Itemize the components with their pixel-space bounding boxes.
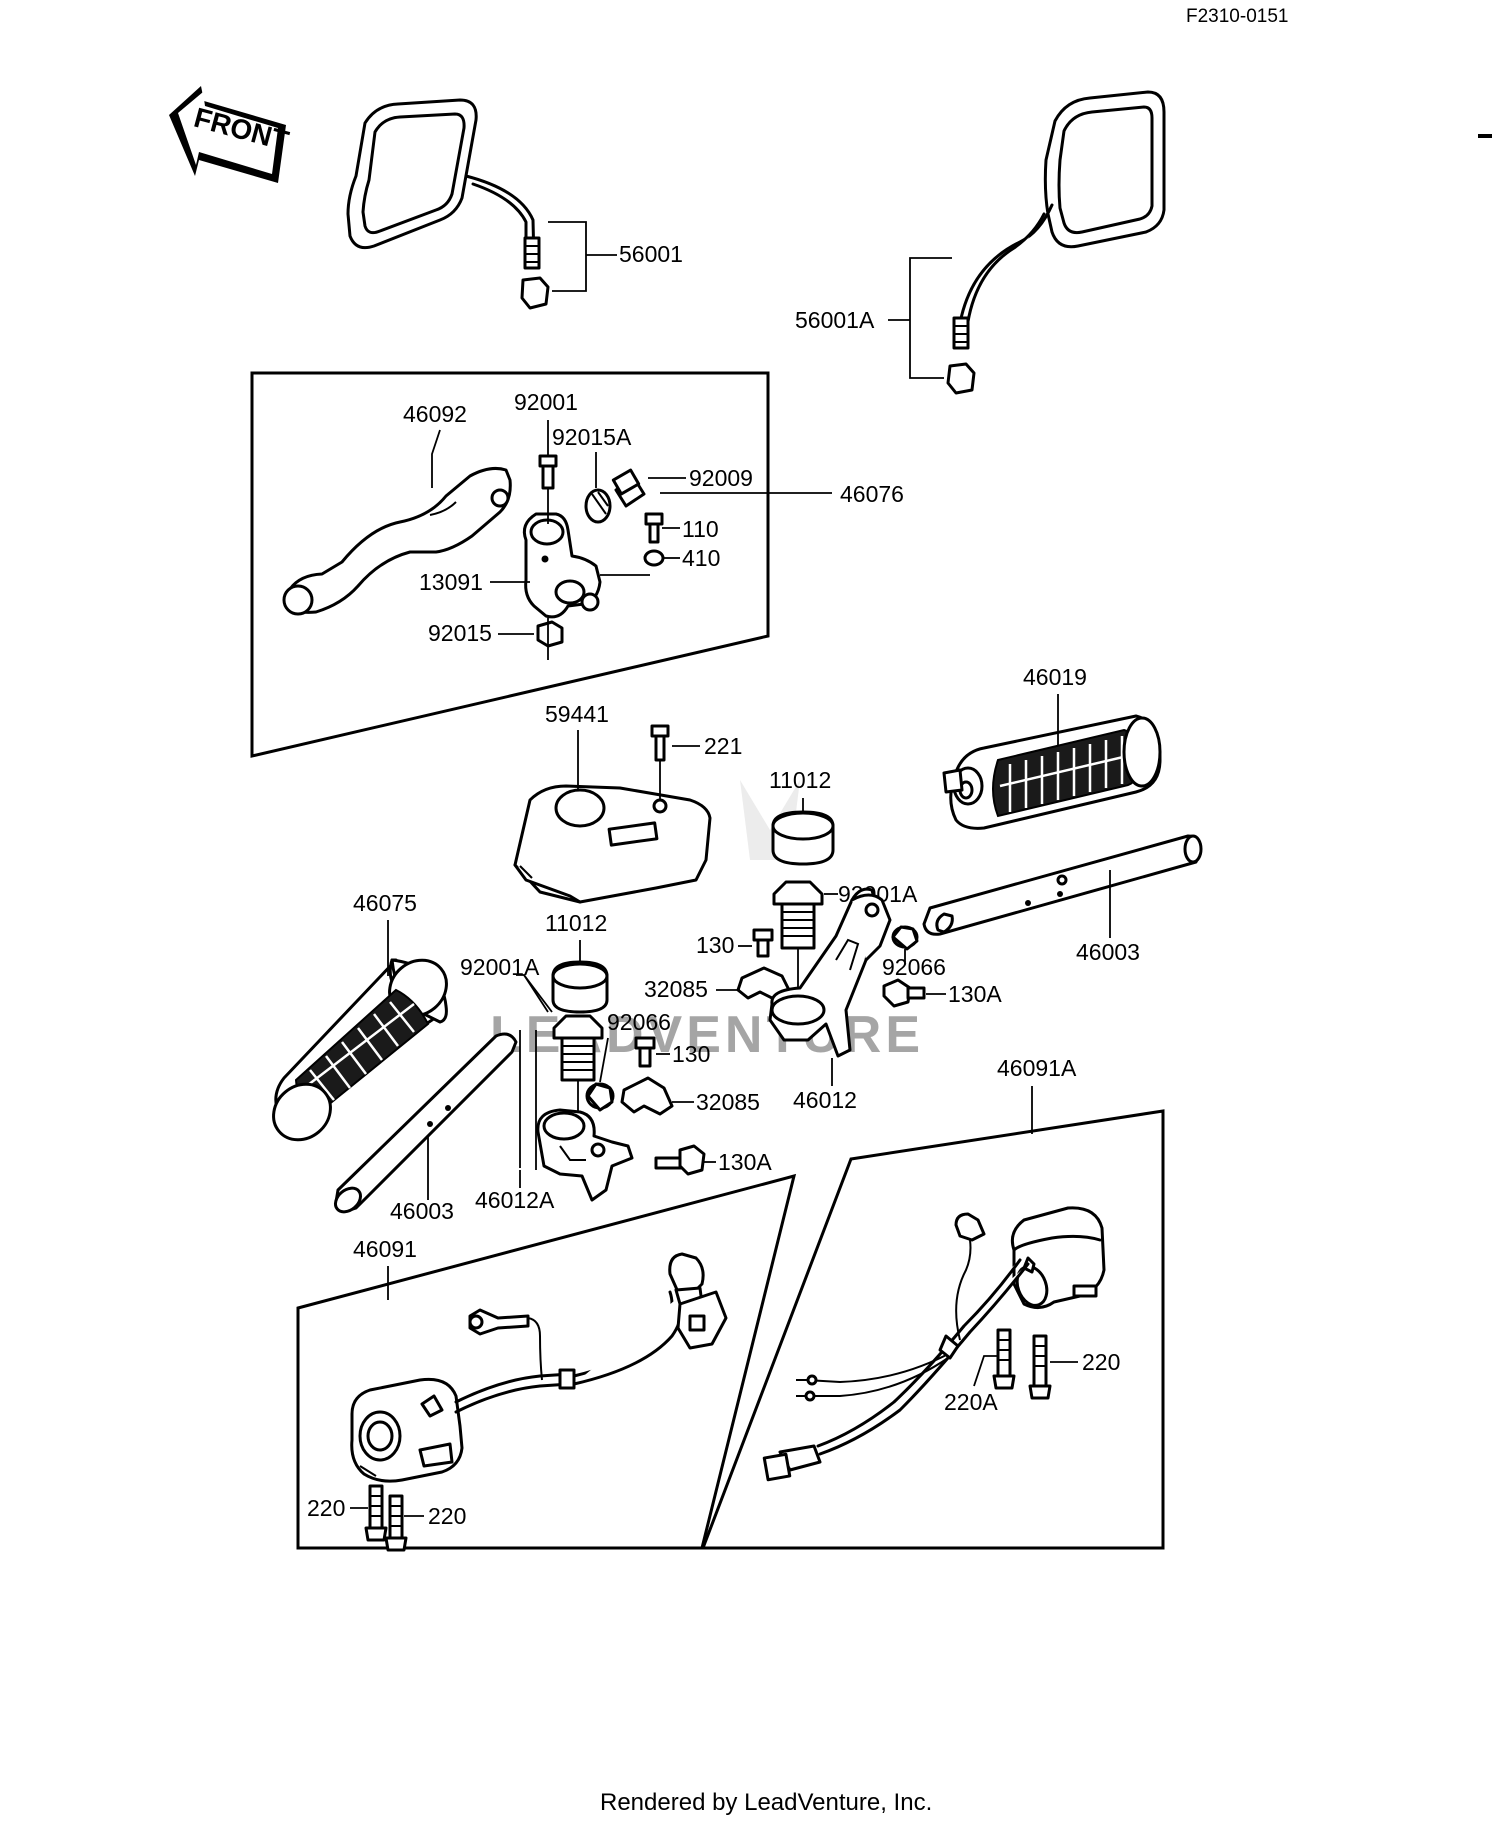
lever-assembly-frame [250,371,770,758]
label-56001A: 56001A [795,307,875,333]
right-handlebar-switch [1010,1206,1106,1309]
left-mirror [346,98,550,310]
label-92015: 92015 [428,620,492,646]
holder-46012 [768,887,892,1058]
holder-46012A [536,1108,634,1202]
label-46003-left: 46003 [390,1198,454,1224]
label-46076: 46076 [840,481,904,507]
label-92066-left: 92066 [607,1009,671,1035]
label-92015A: 92015A [552,424,632,450]
diagram-code: F2310-0151 [1186,6,1288,27]
label-46012A: 46012A [475,1187,555,1213]
plug-92066-right [891,925,919,951]
label-92009: 92009 [689,465,753,491]
label-46012: 46012 [793,1087,857,1113]
left-handlebar [333,1032,518,1214]
clutch-lever [282,467,512,616]
right-switch-harness [762,1212,1030,1482]
label-130-right: 130 [696,932,734,958]
left-handlebar-switch [350,1377,464,1483]
screw-220-right [1028,1334,1052,1400]
label-59441: 59441 [545,701,609,727]
cap-11012-right [771,810,835,866]
label-221: 221 [704,733,742,759]
bolt-130A-left [654,1144,706,1176]
front-arrow-icon: FRONT [169,86,292,183]
screw-220A [992,1328,1016,1390]
lever-holder [522,512,602,619]
left-switch-harness [454,1252,728,1414]
switch-cover [513,784,712,904]
label-92001A-left: 92001A [460,954,540,980]
cap-11012-left [551,960,609,1014]
right-mirror [946,90,1166,395]
label-130-left: 130 [672,1041,710,1067]
bolt-92001A-left [552,1014,604,1082]
label-56001: 56001 [619,241,683,267]
left-switch-frame [296,1173,797,1550]
screw-220-left-1 [364,1484,388,1542]
bolt-92001 [538,454,558,490]
label-130A-right: 130A [948,981,1002,1007]
label-46003-right: 46003 [1076,939,1140,965]
label-46091: 46091 [353,1236,417,1262]
clamp-32085-left [620,1076,674,1116]
label-220-left-1: 220 [307,1495,345,1521]
label-110: 110 [682,516,719,542]
label-11012-right: 11012 [769,767,831,793]
nut-92015 [536,620,564,648]
label-46075: 46075 [353,890,417,916]
adjuster-nut-92015A [584,488,612,524]
bolt-92001A-right [772,880,824,950]
label-410: 410 [682,545,720,571]
label-46091A: 46091A [997,1055,1077,1081]
adjuster-92009 [611,468,646,508]
label-46019: 46019 [1023,664,1087,690]
screw-220-left-2 [384,1494,408,1552]
label-92066-right: 92066 [882,954,946,980]
screw-110 [644,512,664,544]
nut-410 [643,549,665,567]
screw-130-right [752,928,774,958]
screw-221 [650,724,670,762]
right-handlebar [922,834,1203,936]
left-grip [272,958,448,1142]
label-32085-left: 32085 [696,1089,760,1115]
label-32085-right: 32085 [644,976,708,1002]
bolt-130A-right [882,978,926,1008]
label-220-right: 220 [1082,1349,1120,1375]
label-13091: 13091 [419,569,483,595]
label-220A: 220A [944,1389,998,1415]
label-92001: 92001 [514,389,578,415]
label-11012-left: 11012 [545,910,607,936]
label-220-left-2: 220 [428,1503,466,1529]
label-46092: 46092 [403,401,467,427]
screw-130-left [634,1036,656,1068]
plug-92066-left [585,1082,615,1112]
footer-credit: Rendered by LeadVenture, Inc. [600,1789,932,1816]
right-switch-frame [700,1109,1165,1550]
right-grip [942,714,1162,830]
label-130A-left: 130A [718,1149,772,1175]
